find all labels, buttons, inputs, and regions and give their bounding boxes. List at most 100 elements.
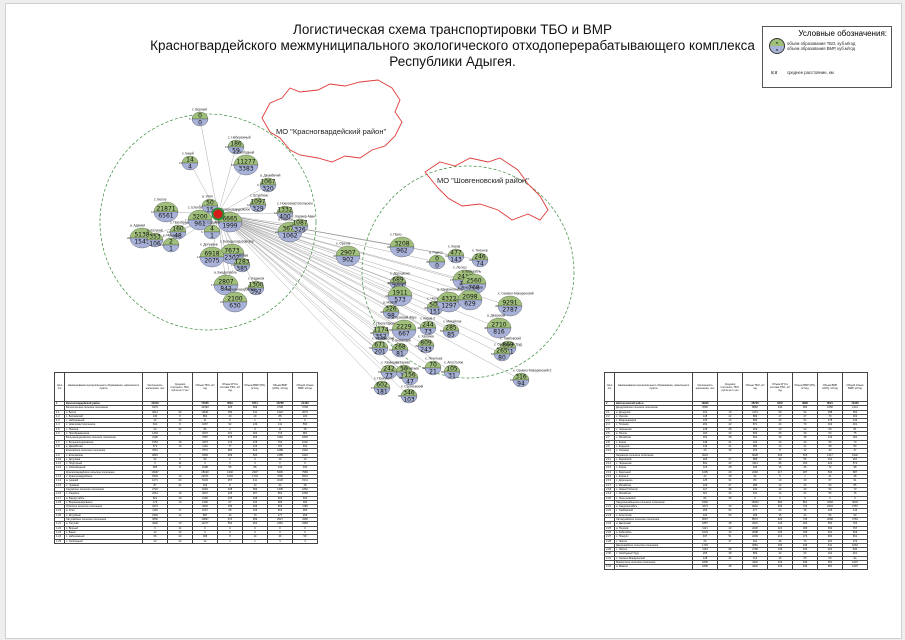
distance-label: 34 — [469, 258, 473, 262]
table-cell: 1062 — [842, 542, 868, 549]
settlement-name: с. Садовое — [204, 221, 221, 225]
table-cell: 181 — [842, 435, 868, 441]
table-cell: 346 — [792, 564, 818, 570]
vmr-value: 48 — [174, 233, 182, 240]
distance-label: 55 — [399, 376, 403, 380]
table-cell: 6 — [292, 418, 318, 424]
vmr-half — [428, 261, 446, 270]
tbo-half — [146, 232, 164, 241]
tbo-half — [428, 254, 446, 263]
tbo-value: 0 — [198, 113, 202, 120]
settlement-name: х. Семено-Макаренский-2 — [513, 369, 552, 373]
distance-label: 43 — [385, 294, 389, 298]
distance-label: 37 — [455, 298, 459, 302]
tbo-half — [493, 346, 511, 355]
table-cell: 261 — [842, 422, 868, 428]
vmr-value: 630 — [229, 303, 241, 310]
table-cell: 2787 — [842, 504, 868, 510]
tbo-value: 285 — [445, 325, 457, 332]
table-cell: 76 — [842, 491, 868, 497]
settlement-name: х. Мокроназаров — [458, 286, 483, 290]
tbo-half — [387, 285, 413, 297]
right-route-line — [217, 213, 427, 347]
vmr-value: 85 — [447, 332, 455, 339]
table-cell: 48 — [292, 482, 318, 488]
vmr-value: 201 — [374, 349, 386, 356]
vmr-value: 80 — [498, 355, 506, 362]
vmr-value: 151 — [429, 309, 441, 316]
settlement-name: с. Еленовское — [188, 206, 209, 210]
settlement-name: а. Мамхег — [383, 301, 399, 305]
distance-label: 54 — [491, 352, 495, 356]
table-cell: 261 — [842, 551, 868, 557]
table-header-cell: Объем ВМР (8%), м³/год — [792, 372, 818, 402]
right-route-line — [217, 213, 381, 349]
table-cell: 75 — [842, 431, 868, 437]
vmr-value: 842 — [220, 286, 232, 293]
tbo-half — [219, 243, 245, 255]
table-header-cell: Объем ВМР (22%), м³/год — [267, 372, 293, 402]
table-cell: 763 — [842, 521, 868, 527]
vmr-value: 181 — [376, 389, 388, 396]
right-route-line — [217, 213, 500, 329]
tbo-half — [259, 177, 277, 186]
tbo-half — [233, 257, 251, 266]
table-cell: 1297 — [842, 564, 868, 570]
right-service-circle — [361, 165, 575, 379]
right-route-line — [217, 213, 392, 313]
table-cell: 73 — [842, 439, 868, 446]
table-cell: 0 — [292, 525, 318, 531]
vmr-value: 103 — [403, 397, 415, 404]
tbo-half — [162, 237, 180, 246]
settlement-name: а. Хакуринохабль — [437, 288, 463, 292]
vmr-half — [247, 287, 265, 296]
table-cell: 1 — [242, 538, 268, 544]
vmr-value: 94 — [517, 381, 525, 388]
distance-label: 22 — [275, 230, 279, 234]
vmr-half — [233, 164, 259, 176]
table-cell: 767 — [842, 525, 868, 531]
vmr-half — [169, 231, 187, 240]
vmr-value: 143 — [450, 257, 462, 264]
table-header-cell: Общий объем ВМР, м³/год — [842, 372, 868, 402]
vmr-half — [153, 211, 179, 223]
table-header-cell: Объем ТБО, м³/год — [192, 372, 218, 402]
table-cell: 81 — [842, 426, 868, 433]
title-line-1: Логистическая схема транспортировки ТБО … — [292, 22, 613, 37]
table-cell: 630 — [842, 547, 868, 553]
tbo-value: 1911 — [392, 290, 407, 297]
vmr-half — [181, 162, 199, 171]
table-cell: 573 — [842, 461, 868, 467]
tbo-value: 4 — [210, 226, 214, 233]
tbo-half — [391, 319, 417, 331]
table-cell: 0 — [292, 529, 318, 536]
tbo-half — [191, 111, 209, 120]
vmr-value: 0 — [198, 120, 202, 127]
distance-label: 48 — [484, 326, 488, 330]
table-cell: 630 — [292, 495, 318, 501]
tbo-value: 1087 — [292, 220, 307, 227]
settlement-name: с. Белое — [154, 198, 167, 202]
legend-dist-sample: 8,8 — [771, 70, 778, 75]
distance-label: 46 — [370, 331, 374, 335]
table-cell: 207 — [842, 456, 868, 463]
settlement-name: а. Уляп — [202, 195, 213, 199]
settlement-name: а. Кабехабль — [462, 270, 482, 274]
